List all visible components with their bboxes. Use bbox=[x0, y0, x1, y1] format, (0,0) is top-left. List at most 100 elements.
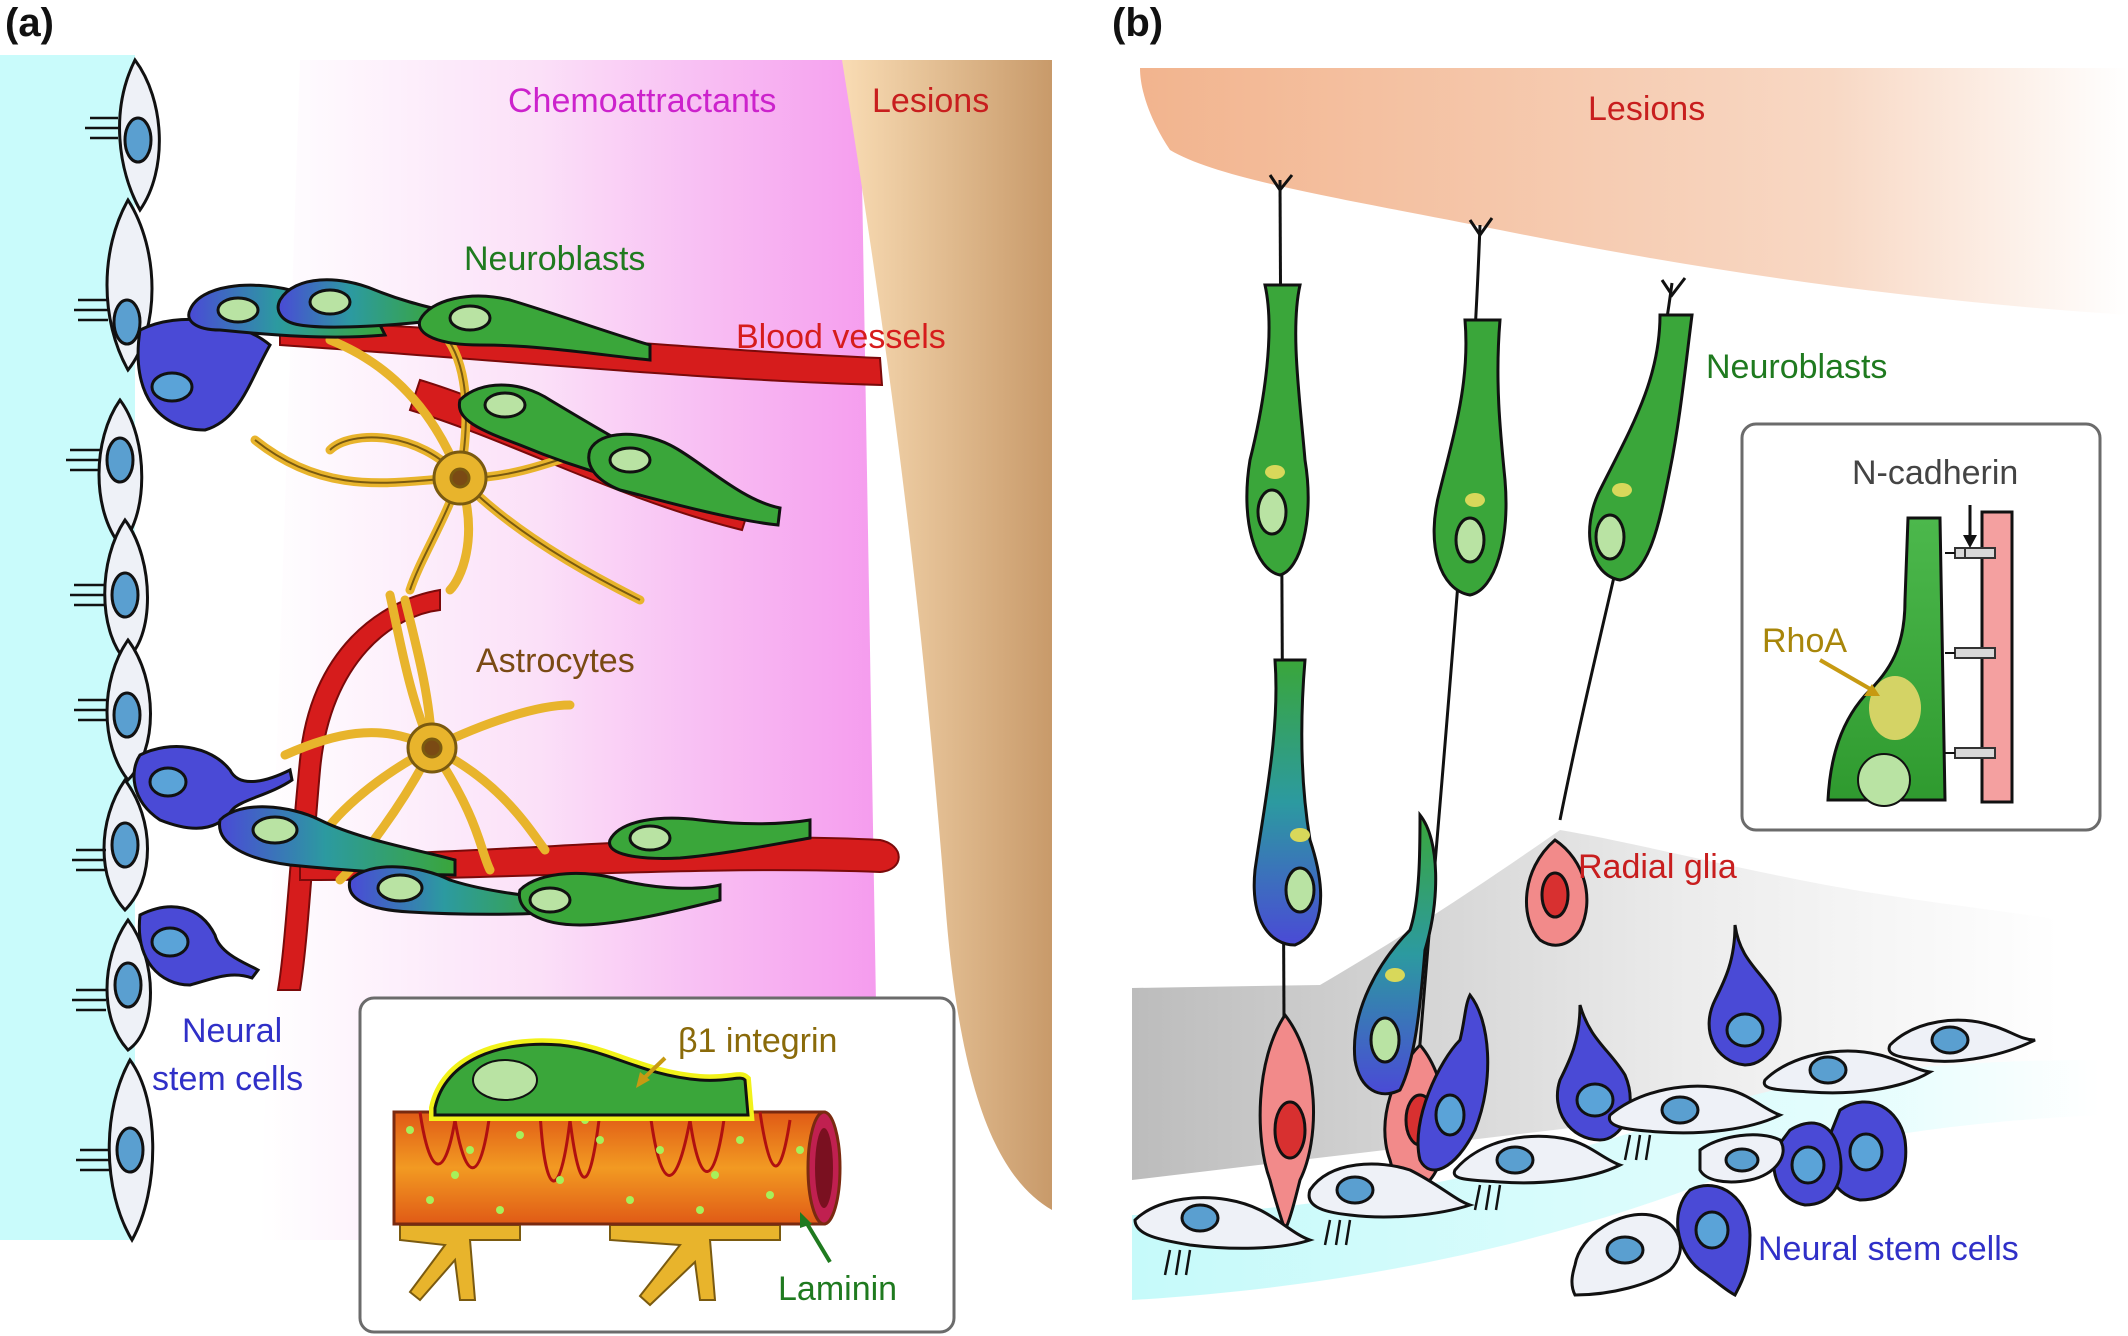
label-neural-stem-cells-a-line2: stem cells bbox=[152, 1060, 303, 1098]
nucleus bbox=[123, 116, 153, 164]
rhoa-region bbox=[1869, 676, 1921, 740]
stem-cell-body bbox=[1133, 1196, 1315, 1250]
nucleus bbox=[308, 288, 352, 316]
nsc-blue-cells-b bbox=[1416, 924, 1908, 1298]
laminin-dot bbox=[496, 1206, 504, 1214]
nucleus bbox=[251, 815, 299, 845]
label-blood-vessels: Blood vessels bbox=[736, 318, 946, 356]
vessel-tube bbox=[392, 1110, 826, 1226]
arrow-n-cadherin-head bbox=[1963, 535, 1977, 548]
nucleus bbox=[110, 821, 140, 869]
cilia bbox=[1163, 1134, 1652, 1276]
laminin-dot bbox=[711, 1171, 719, 1179]
laminin-dot bbox=[596, 1136, 604, 1144]
nucleus bbox=[1454, 516, 1486, 564]
nucleus bbox=[1930, 1025, 1970, 1055]
arrow-rhoa-head bbox=[1864, 684, 1880, 696]
label-laminin: Laminin bbox=[778, 1270, 897, 1308]
laminin-dot bbox=[796, 1146, 804, 1154]
lesion-region-b bbox=[1140, 68, 2128, 315]
nucleus bbox=[1256, 488, 1288, 536]
nucleus bbox=[115, 1126, 145, 1174]
nucleus bbox=[472, 1059, 538, 1101]
nucleus bbox=[608, 446, 652, 474]
label-neuroblasts-b: Neuroblasts bbox=[1706, 348, 1887, 386]
junction bbox=[1954, 747, 1996, 759]
label-neuroblasts-a: Neuroblasts bbox=[464, 240, 645, 278]
panel-a-letter: (a) bbox=[5, 1, 54, 45]
rhoa-patch bbox=[1385, 968, 1405, 982]
astrocyte-process bbox=[280, 590, 575, 885]
junction-stems bbox=[1945, 552, 1955, 754]
astrocyte-nucleus bbox=[421, 737, 443, 759]
nucleus bbox=[1273, 1100, 1307, 1160]
laminin-dot bbox=[766, 1191, 774, 1199]
inset-a: β1 integrin Laminin bbox=[358, 996, 956, 1334]
laminin-dot bbox=[656, 1146, 664, 1154]
laminin-dot bbox=[556, 1176, 564, 1184]
nucleus bbox=[1808, 1055, 1848, 1085]
rhoa-patch bbox=[1265, 465, 1285, 479]
label-lesions-a: Lesions bbox=[872, 82, 989, 120]
nucleus bbox=[1725, 1012, 1765, 1048]
label-neural-stem-cells-b: Neural stem cells bbox=[1758, 1230, 2019, 1268]
nucleus bbox=[148, 766, 188, 798]
nucleus bbox=[1605, 1235, 1645, 1265]
rhoa-patch bbox=[1290, 828, 1310, 842]
neuroblast bbox=[517, 872, 722, 927]
label-n-cadherin: N-cadherin bbox=[1852, 454, 2018, 492]
laminin-dot bbox=[736, 1136, 744, 1144]
nsc-blue-cell bbox=[1416, 992, 1490, 1172]
nucleus bbox=[216, 296, 260, 324]
neuroblasts-b bbox=[1245, 283, 1694, 1096]
arrow-rhoa bbox=[1819, 658, 1873, 692]
label-rhoa: RhoA bbox=[1762, 622, 1847, 660]
nucleus bbox=[113, 961, 143, 1009]
arrow-laminin bbox=[804, 1220, 832, 1264]
label-neural-stem-cells-a-line1: Neural bbox=[182, 1012, 282, 1050]
neuroblasts-a bbox=[187, 278, 812, 927]
nucleus bbox=[1434, 1093, 1466, 1137]
nucleus bbox=[1790, 1145, 1826, 1185]
neuroblast bbox=[1432, 318, 1508, 597]
nucleus bbox=[483, 391, 527, 419]
nucleus bbox=[1724, 1147, 1760, 1173]
laminin-dot bbox=[466, 1146, 474, 1154]
rhoa-patch bbox=[1612, 483, 1632, 497]
nucleus bbox=[376, 873, 424, 903]
nucleus bbox=[1369, 1016, 1401, 1064]
nucleus bbox=[1335, 1175, 1375, 1205]
laminin-dot bbox=[696, 1206, 704, 1214]
nucleus bbox=[105, 436, 135, 484]
astrocyte-endfoot bbox=[399, 1224, 521, 1302]
astrocyte-upper bbox=[250, 325, 645, 605]
nucleus bbox=[110, 571, 140, 619]
stem-cell-column bbox=[66, 57, 161, 1243]
vessel-lumen bbox=[815, 1128, 833, 1208]
nucleus bbox=[150, 926, 190, 958]
laminin-dot bbox=[516, 1131, 524, 1139]
arrow-beta1-head bbox=[636, 1072, 650, 1088]
panel-b-letter: (b) bbox=[1112, 1, 1163, 45]
inset-b: N-cadherin RhoA bbox=[1740, 422, 2102, 832]
label-astrocytes: Astrocytes bbox=[476, 642, 635, 680]
nucleus bbox=[1857, 753, 1911, 807]
nucleus bbox=[1575, 1082, 1615, 1118]
nucleus bbox=[150, 371, 194, 403]
nsc-blue-cell bbox=[136, 317, 272, 432]
astrocyte-lower bbox=[280, 590, 575, 885]
arrow-laminin-head bbox=[800, 1212, 812, 1228]
nucleus bbox=[528, 886, 572, 914]
label-beta1-integrin: β1 integrin bbox=[678, 1022, 837, 1060]
label-radial-glia: Radial glia bbox=[1578, 848, 1737, 886]
nucleus bbox=[628, 824, 672, 852]
laminin-dots bbox=[406, 1116, 804, 1214]
nucleus bbox=[1180, 1203, 1220, 1233]
nucleus bbox=[112, 298, 142, 346]
cilia bbox=[66, 116, 118, 1172]
fiber-endfoot bbox=[1268, 174, 1687, 298]
nucleus bbox=[1284, 866, 1316, 914]
nucleus bbox=[1540, 871, 1570, 919]
nucleus bbox=[1694, 1210, 1730, 1250]
